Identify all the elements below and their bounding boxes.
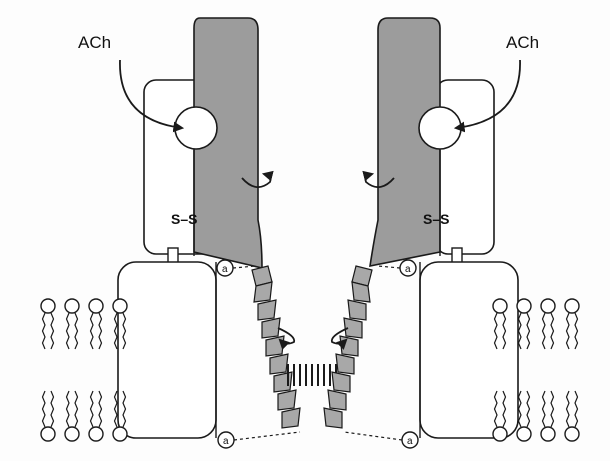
lipid-head [541, 427, 555, 441]
lipid-head [565, 427, 579, 441]
lipid-head [65, 427, 79, 441]
left-dashed-top [233, 266, 256, 268]
lipid-tail [551, 391, 554, 427]
left-lipid-bilayer [41, 299, 127, 441]
lipid-tail [75, 391, 78, 427]
lipid-tail [99, 391, 102, 427]
lipid-tail [91, 313, 94, 349]
lipid-head [113, 299, 127, 313]
lipid-tail [567, 391, 570, 427]
lipid-tail [575, 313, 578, 349]
lipid-tail [51, 391, 54, 427]
lipid-head [89, 427, 103, 441]
right-marker-top-label: a [405, 264, 411, 275]
lipid-head [517, 427, 531, 441]
left-helix [252, 266, 300, 428]
channel-gate [288, 364, 336, 386]
right-helix [324, 266, 372, 428]
lipid-tail [67, 313, 70, 349]
lipid-tail [543, 313, 546, 349]
right-binding-site [419, 107, 461, 149]
right-dashed-bottom [344, 432, 402, 440]
lipid-tail [519, 313, 522, 349]
lipid-head [517, 299, 531, 313]
lipid-tail [43, 391, 46, 427]
lipid-tail [527, 391, 530, 427]
lipid-tail [91, 391, 94, 427]
lipid-head [41, 299, 55, 313]
lipid-head [113, 427, 127, 441]
lipid-tail [51, 313, 54, 349]
lipid-head [493, 427, 507, 441]
left-helix-rotation-arrow [278, 328, 294, 344]
right-ach-label: ACh [506, 33, 539, 52]
left-dashed-bottom [234, 432, 300, 440]
lipid-head [41, 427, 55, 441]
lipid-tail [99, 313, 102, 349]
lipid-tail [519, 391, 522, 427]
lipid-tail [43, 313, 46, 349]
lipid-tail [567, 313, 570, 349]
left-disulfide-label: S–S [171, 211, 197, 227]
lipid-tail [67, 391, 70, 427]
right-extracellular-box [436, 80, 494, 254]
left-transmembrane-box [118, 262, 216, 438]
right-disulfide-label: S–S [423, 211, 449, 227]
lipid-tail [75, 313, 78, 349]
left-ach-label: ACh [78, 33, 111, 52]
left-marker-bottom-label: a [223, 436, 229, 447]
lipid-tail [551, 313, 554, 349]
lipid-tail [115, 391, 118, 427]
lipid-tail [543, 391, 546, 427]
right-dashed-top [378, 266, 400, 268]
lipid-tail [527, 313, 530, 349]
left-marker-top-label: a [222, 264, 228, 275]
lipid-head [65, 299, 79, 313]
lipid-head [565, 299, 579, 313]
lipid-tail [575, 391, 578, 427]
lipid-head [541, 299, 555, 313]
right-marker-bottom-label: a [407, 436, 413, 447]
lipid-head [89, 299, 103, 313]
lipid-tail [115, 313, 118, 349]
right-transmembrane-box [420, 262, 518, 438]
lipid-head [493, 299, 507, 313]
